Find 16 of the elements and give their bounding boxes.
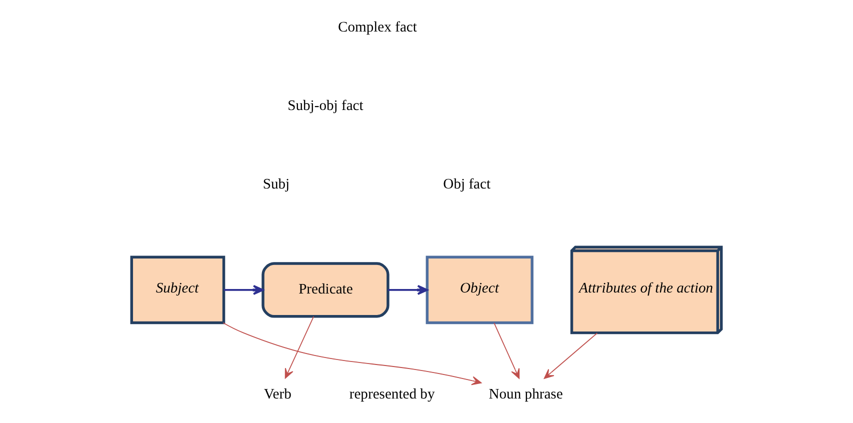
arrow	[388, 284, 428, 295]
arrow	[494, 322, 520, 379]
label: Subj-obj fact	[288, 98, 364, 114]
label: Subj	[262, 176, 290, 193]
arrow	[222, 322, 482, 386]
label: Complex fact	[338, 20, 417, 36]
node-box: Subject	[130, 256, 226, 324]
node-text: Noun phrase	[488, 386, 563, 402]
node-text: Verb	[264, 386, 292, 402]
label: represented by	[349, 386, 435, 402]
node-box: Predicate	[262, 262, 390, 318]
label: Obj fact	[443, 176, 491, 193]
arrow	[284, 316, 314, 379]
node-box: Object	[426, 256, 534, 324]
arrow	[224, 284, 264, 295]
arrow	[544, 332, 598, 379]
